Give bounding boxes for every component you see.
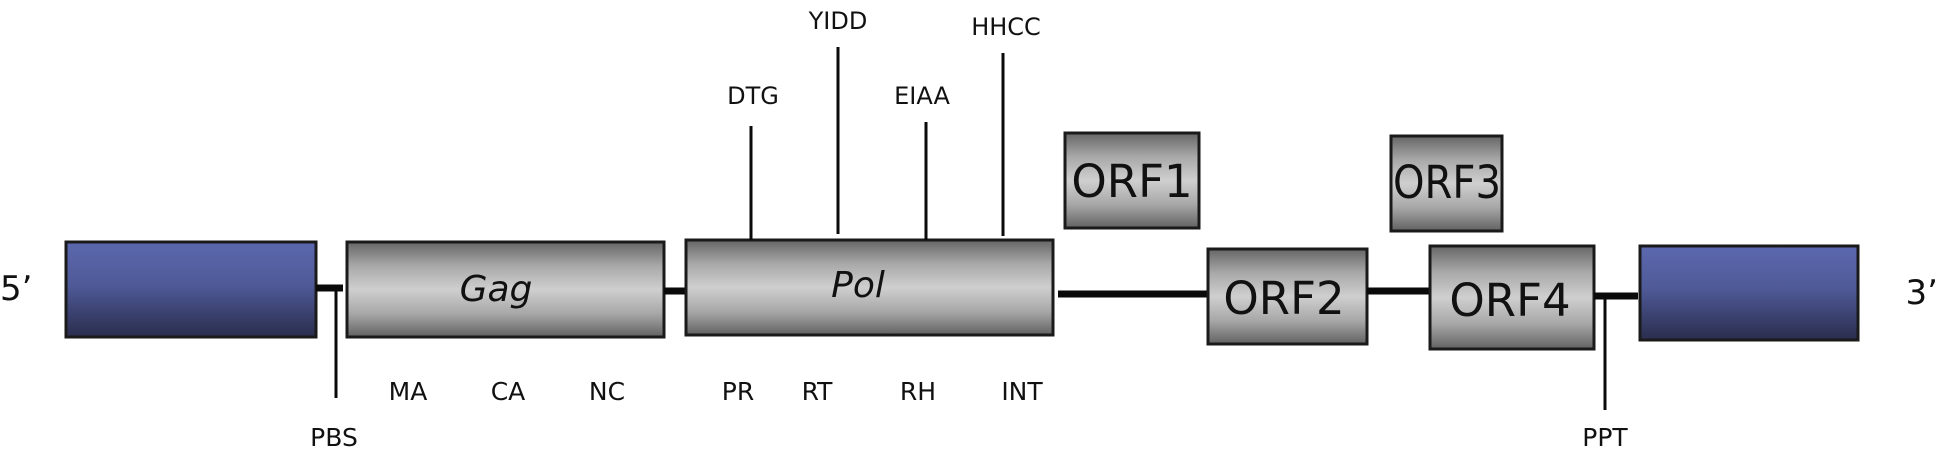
pbs-label: PBS [310,423,358,452]
domain-ma-label: MA [389,377,428,406]
motif-hhcc-label: HHCC [971,13,1041,41]
orf1-label: ORF1 [1071,155,1192,208]
gag-gene [345,240,666,339]
three-prime-ltr [1638,244,1860,342]
domain-rt-label: RT [802,377,834,406]
domain-rh-label: RH [900,377,936,406]
motif-yidd-label: YIDD [808,7,868,35]
motif-eiaa-label: EIAA [894,82,950,110]
pol-gene [684,238,1055,337]
five-prime-label: 5’ [0,269,32,309]
motif-dtg-label: DTG [727,82,779,110]
orf3-box [1389,134,1504,233]
five-prime-ltr [64,240,318,339]
orf4-label: ORF4 [1449,274,1570,327]
orf3-label: ORF3 [1393,156,1501,209]
ppt-label: PPT [1582,423,1628,452]
gag-label: Gag [460,269,533,310]
three-prime-label: 3’ [1906,273,1938,313]
orf2-label: ORF2 [1223,272,1344,325]
orf1-box [1063,131,1201,230]
domain-pr-label: PR [722,377,754,406]
domain-ca-label: CA [491,377,526,406]
domain-nc-label: NC [589,377,625,406]
pol-label: Pol [831,265,885,306]
domain-int-label: INT [1001,377,1043,406]
orf4-box [1428,244,1596,351]
orf2-box [1206,247,1369,346]
